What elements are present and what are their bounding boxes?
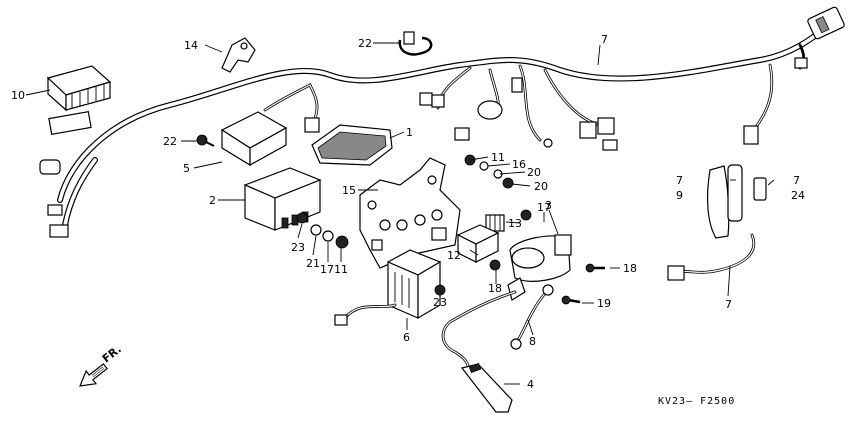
spark-plug-cap-part-4 bbox=[441, 290, 517, 413]
callout-18-lower: 19 bbox=[597, 297, 611, 310]
cover-part-1 bbox=[311, 124, 393, 166]
front-label: FR. bbox=[100, 343, 124, 366]
callout-15: 15 bbox=[342, 184, 356, 197]
callout-7-left: 7 bbox=[676, 174, 683, 187]
callout-17-upper: 17 bbox=[537, 201, 551, 214]
igniter-unit-part-2 bbox=[243, 167, 322, 231]
callout-7-top: 7 bbox=[601, 33, 608, 46]
ground-wire-part-8 bbox=[510, 284, 554, 350]
fuse-holder-part-9 bbox=[706, 164, 743, 239]
callout-labels: 10 14 22 7 22 5 1 2 15 11 16 20 20 17 3 … bbox=[11, 33, 805, 391]
regulator-part-5 bbox=[220, 111, 320, 167]
callout-20-lower: 21 bbox=[306, 257, 320, 270]
callout-11-lower: 11 bbox=[334, 263, 348, 276]
callout-19: 20 bbox=[534, 180, 548, 193]
callout-7-right: 7 bbox=[793, 174, 800, 187]
callout-17-lower: 18 bbox=[488, 282, 502, 295]
callout-21: 22 bbox=[358, 37, 372, 50]
main-connector-plug bbox=[794, 6, 845, 69]
callout-12: 12 bbox=[447, 249, 461, 262]
callout-10: 10 bbox=[11, 89, 25, 102]
hardware-set-lower bbox=[296, 209, 605, 305]
callout-22-left: 22 bbox=[163, 135, 177, 148]
fuse-part-24 bbox=[753, 177, 767, 201]
callout-leaders bbox=[25, 42, 775, 385]
callout-9: 9 bbox=[676, 189, 683, 202]
mounting-plate-part-15 bbox=[359, 157, 461, 269]
callout-3: 3 bbox=[545, 199, 552, 212]
clamp-part-21 bbox=[398, 31, 433, 56]
callout-20-upper: 20 bbox=[527, 166, 541, 179]
callout-16-lower: 17 bbox=[320, 263, 334, 276]
callout-6: 6 bbox=[403, 331, 410, 344]
callout-4: 4 bbox=[527, 378, 534, 391]
right-lower-wire-part-7 bbox=[667, 125, 759, 281]
relay-part-12 bbox=[456, 224, 500, 263]
callout-7-bottom: 7 bbox=[725, 298, 732, 311]
regulator-rectifier-part-6 bbox=[334, 249, 442, 326]
callout-8: 8 bbox=[529, 335, 536, 348]
bracket-part-14 bbox=[221, 37, 256, 73]
callout-1: 1 bbox=[406, 126, 413, 139]
callout-24: 24 bbox=[791, 189, 805, 202]
front-direction-arrow: FR. bbox=[79, 343, 124, 387]
callout-16-upper: 16 bbox=[512, 158, 526, 171]
fuse-box-part-10 bbox=[39, 65, 112, 238]
relay-part-13 bbox=[485, 214, 505, 232]
callout-2: 2 bbox=[209, 194, 216, 207]
callout-11-upper: 11 bbox=[491, 151, 505, 164]
central-connectors bbox=[419, 77, 618, 151]
bolt-part-22-a bbox=[196, 134, 215, 147]
ignition-coil-part-3 bbox=[507, 234, 572, 301]
callout-13: 13 bbox=[508, 217, 522, 230]
callout-22-lower: 23 bbox=[433, 296, 447, 309]
diagram-code: KV23– F2500 bbox=[658, 396, 735, 407]
callout-23: 23 bbox=[291, 241, 305, 254]
callout-5: 5 bbox=[183, 162, 190, 175]
callout-18-upper: 18 bbox=[623, 262, 637, 275]
callout-14: 14 bbox=[184, 39, 198, 52]
